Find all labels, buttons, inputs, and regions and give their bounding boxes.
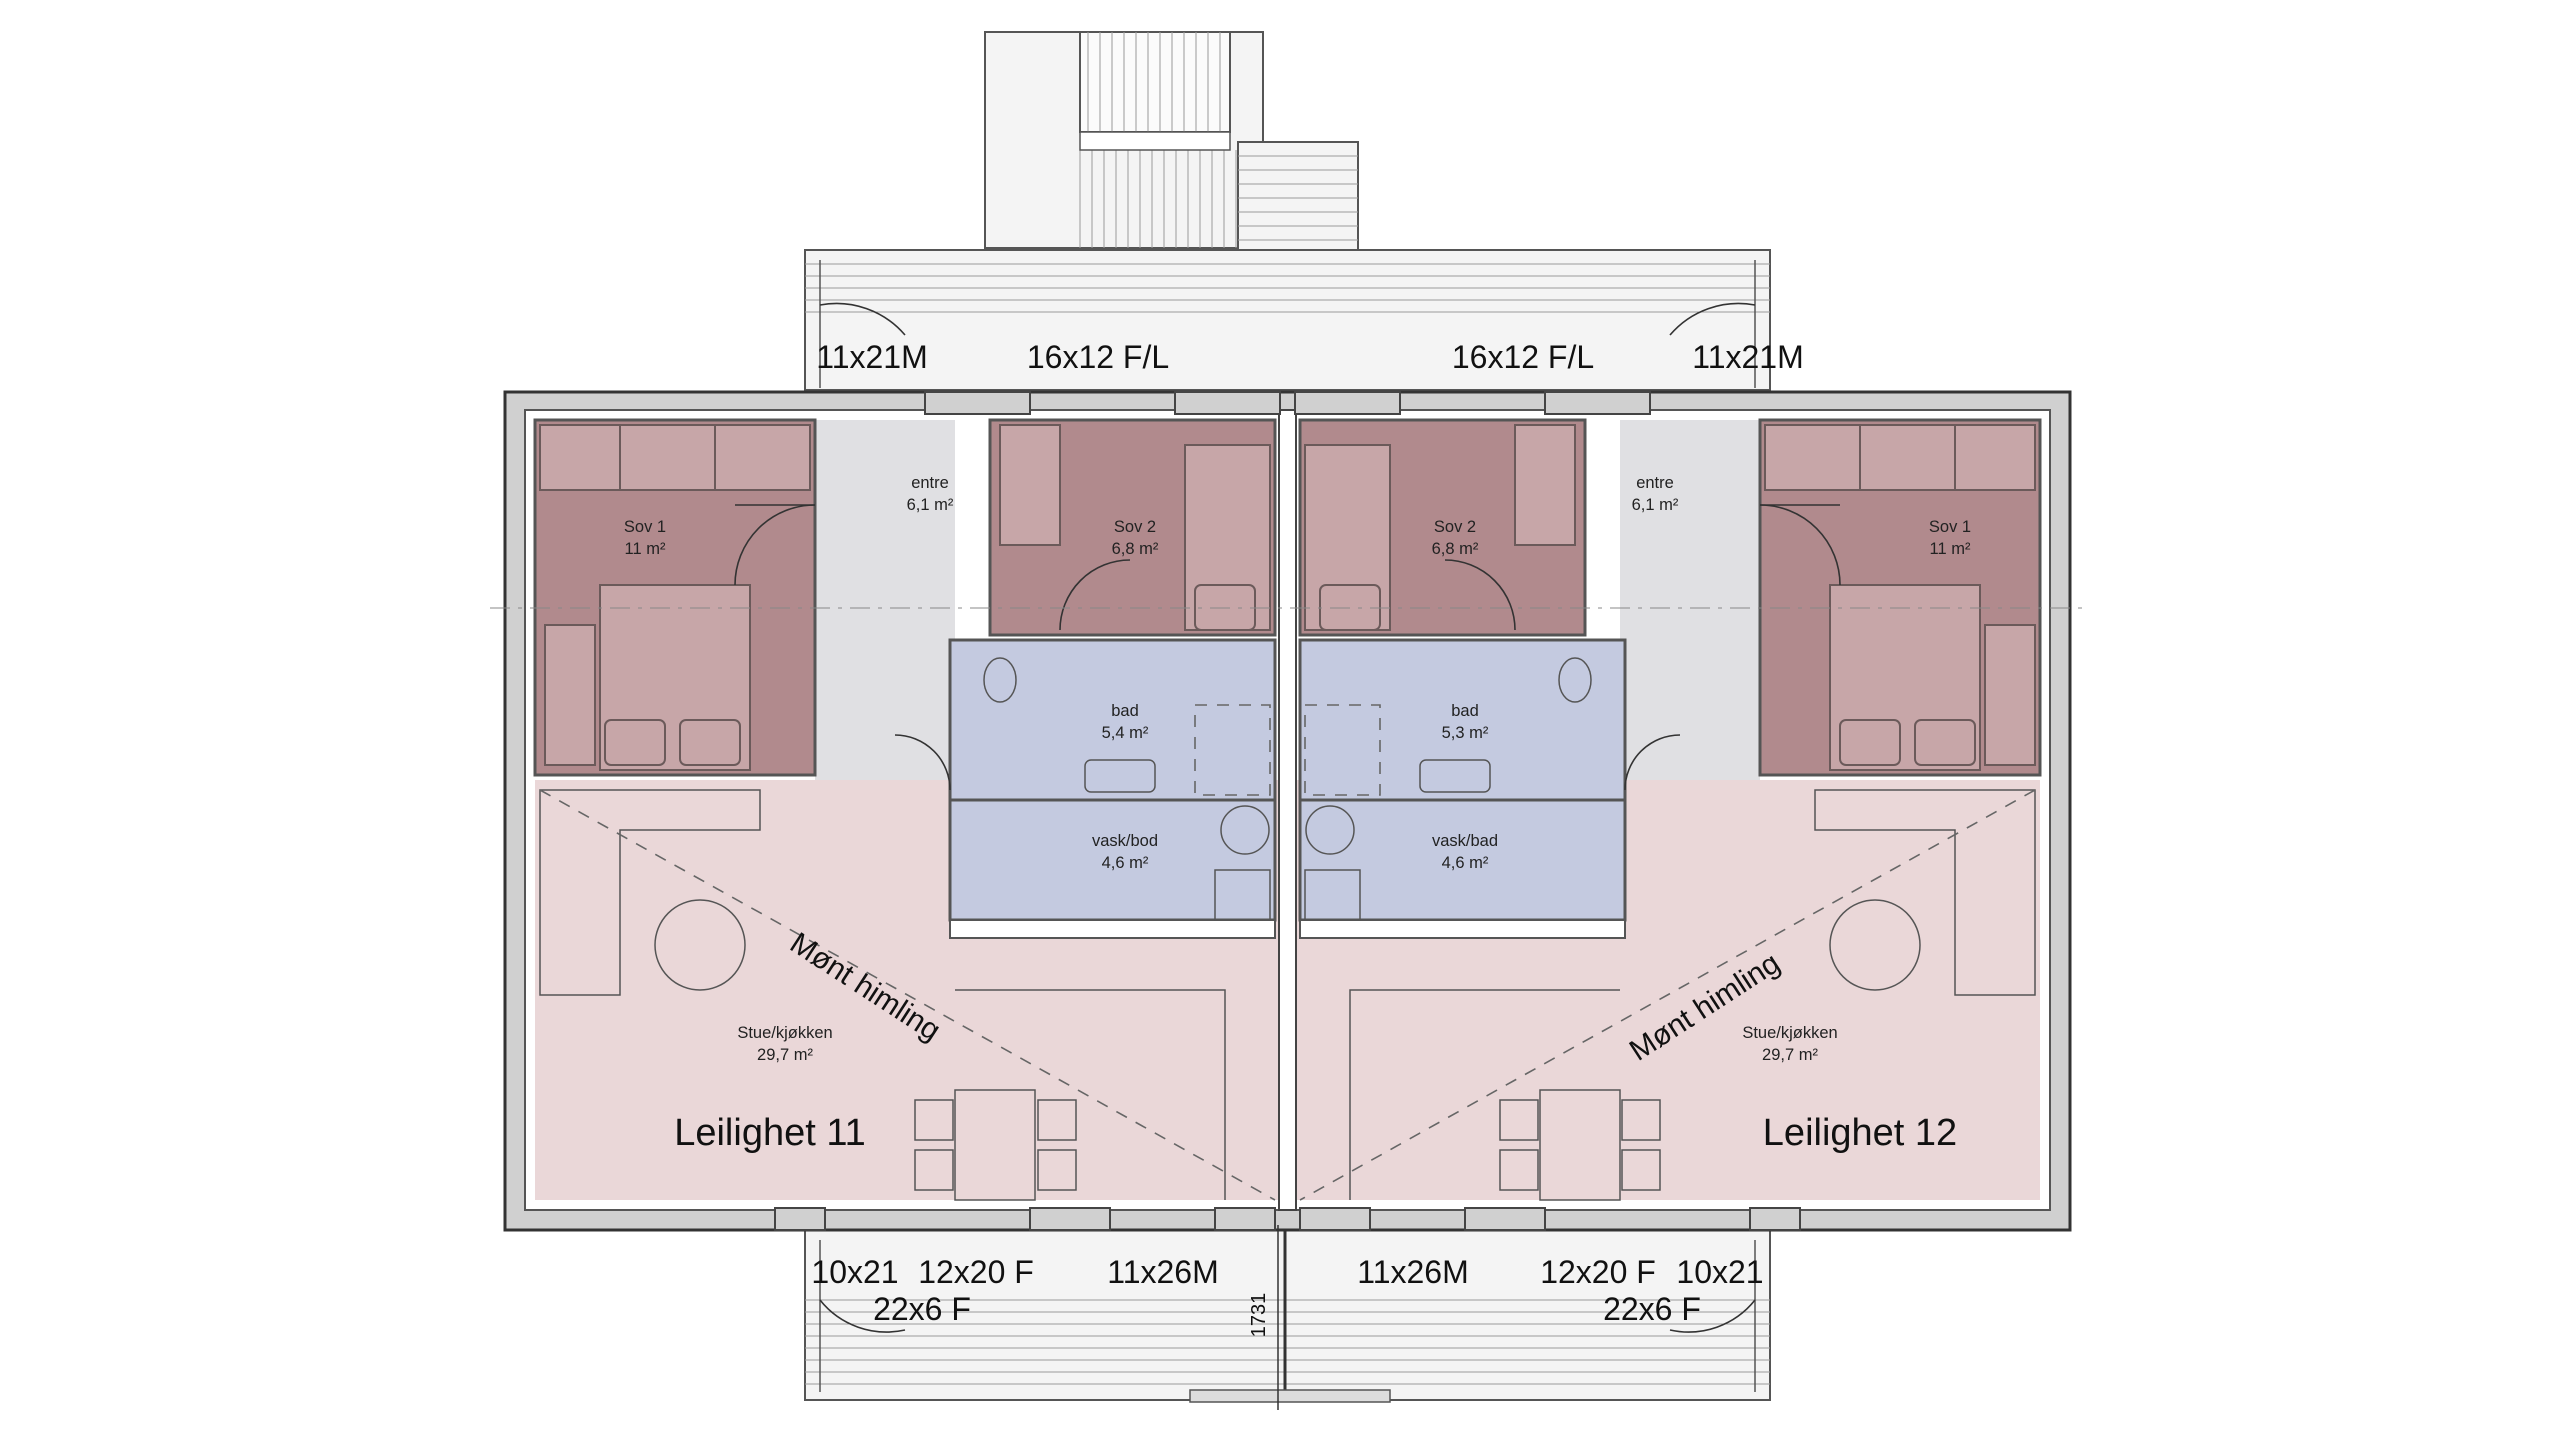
party-wall <box>1278 409 1297 1211</box>
room-name-sov2-11: Sov 2 <box>1114 518 1156 536</box>
top-deck <box>804 249 1771 391</box>
apartment-11 <box>533 418 1280 1200</box>
room-name-entre-12: entre <box>1636 474 1674 492</box>
window-label-bottom-11b: 12x20 F <box>918 1254 1034 1290</box>
room-area-stue-11: 29,7 m² <box>757 1046 813 1064</box>
room-area-sov1-12: 11 m² <box>1930 540 1971 558</box>
room-area-stue-12: 29,7 m² <box>1762 1046 1818 1064</box>
stair-tower <box>984 31 1359 259</box>
apartment-12 <box>1295 418 2042 1200</box>
window-label-top-12a: 16x12 F/L <box>1452 339 1594 375</box>
windows <box>774 391 1801 1231</box>
bottom-deck <box>804 1224 1771 1403</box>
bed-sov1-12 <box>1759 424 2036 771</box>
room-name-sov1-11: Sov 1 <box>624 518 666 536</box>
dimension-vertical: 1731 <box>1248 1293 1270 1338</box>
room-area-sov2-11: 6,8 m² <box>1112 540 1159 558</box>
room-entre-12 <box>1620 420 1760 780</box>
apartment-name-11: Leilighet 11 <box>674 1112 866 1154</box>
window-label-bottom-12a: 11x26M <box>1357 1254 1468 1290</box>
bed-sov2-12 <box>1304 424 1576 631</box>
room-area-sov1-11: 11 m² <box>625 540 666 558</box>
room-name-stue-11: Stue/kjøkken <box>737 1024 832 1042</box>
room-area-vask-12: 4,6 m² <box>1442 854 1489 872</box>
living-furniture-12 <box>1349 789 2036 1201</box>
living-furniture-11 <box>539 789 1226 1201</box>
room-area-entre-11: 6,1 m² <box>907 496 954 514</box>
room-name-sov1-12: Sov 1 <box>1929 518 1971 536</box>
room-area-sov2-12: 6,8 m² <box>1432 540 1479 558</box>
room-entre-11 <box>815 420 955 780</box>
window-label-bottom-12d: 22x6 F <box>1603 1291 1701 1327</box>
room-name-stue-12: Stue/kjøkken <box>1742 1024 1837 1042</box>
room-area-bad-11: 5,4 m² <box>1102 724 1149 742</box>
window-label-top-12b: 11x21M <box>1692 339 1803 375</box>
room-bath-12 <box>1298 638 1627 922</box>
room-bath-11 <box>948 638 1277 922</box>
bed-sov1-11 <box>539 424 816 771</box>
ceiling-lines <box>490 607 2085 1201</box>
room-name-vask-12: vask/bad <box>1432 832 1498 850</box>
room-name-sov2-12: Sov 2 <box>1434 518 1476 536</box>
bath-fixtures <box>894 657 1681 921</box>
window-label-bottom-11c: 11x26M <box>1107 1254 1218 1290</box>
room-name-bad-12: bad <box>1451 702 1479 720</box>
window-label-bottom-12c: 10x21 <box>1676 1254 1763 1290</box>
room-area-bad-12: 5,3 m² <box>1442 724 1489 742</box>
window-label-bottom-12b: 12x20 F <box>1540 1254 1656 1290</box>
room-area-entre-12: 6,1 m² <box>1632 496 1679 514</box>
window-label-bottom-11a: 10x21 <box>811 1254 898 1290</box>
window-label-top-11b: 16x12 F/L <box>1027 339 1169 375</box>
room-name-bad-11: bad <box>1111 702 1139 720</box>
room-name-entre-11: entre <box>911 474 949 492</box>
window-label-top-11a: 11x21M <box>816 339 927 375</box>
room-area-vask-11: 4,6 m² <box>1102 854 1149 872</box>
window-label-bottom-11d: 22x6 F <box>873 1291 971 1327</box>
room-name-vask-11: vask/bod <box>1092 832 1158 850</box>
apartment-name-12: Leilighet 12 <box>1763 1112 1957 1154</box>
